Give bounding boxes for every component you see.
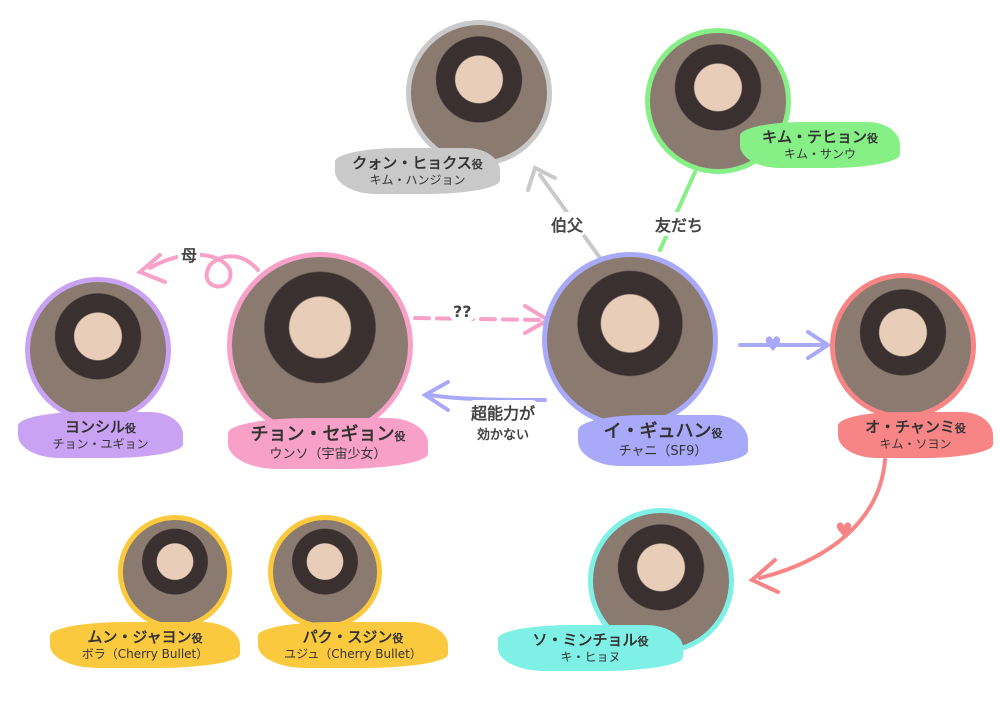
love-arrowhead-1 [806,330,832,360]
label-jeon: チョン・セギョン役ウンソ（宇宙少女） [228,418,428,469]
photo-yeonsil [25,277,171,423]
love-arrowhead-2 [748,558,780,594]
photo-jeon [227,252,413,438]
mother-arrowhead [136,253,167,284]
friend-line [658,170,697,252]
label-lee: イ・ギュハン役チャニ（SF9） [578,415,748,466]
relation-mother: 母 [178,242,201,266]
label-oh: オ・チャンミ役キム・ソヨン [838,412,993,458]
photo-oh [830,273,976,419]
photo-kim [645,28,791,174]
relation-friend: 友だち [652,212,707,236]
label-moon: ムン・ジャヨン役ボラ（Cherry Bullet） [50,622,240,668]
label-kim: キム・テヒョン役キム・サンウ [740,122,900,168]
label-park: パク・スジン役ユジュ（Cherry Bullet） [258,622,448,668]
photo-kwon [406,20,552,166]
photo-moon [118,515,232,629]
no-power-arrowhead [421,380,450,412]
photo-park [268,515,382,629]
uncle-arrowhead [526,165,557,192]
no-power-line [428,393,547,402]
heart-icon: ♥ [764,332,782,356]
label-yeonsil: ヨンシル役チョン・ユギョン [18,412,183,458]
relation-no-power: 超能力が効かない [468,400,539,443]
label-kwon: クォン・ヒョクス役キム・ハンジョン [335,148,500,194]
question-line [413,316,542,322]
photo-lee [542,252,718,428]
relation-uncle: 伯父 [548,212,587,236]
label-seo: ソ・ミンチョル役キ・ヒョヌ [498,625,683,671]
love-line-2 [758,458,887,580]
heart-icon: ♥ [835,518,853,542]
relation-question: ?? [450,302,475,321]
